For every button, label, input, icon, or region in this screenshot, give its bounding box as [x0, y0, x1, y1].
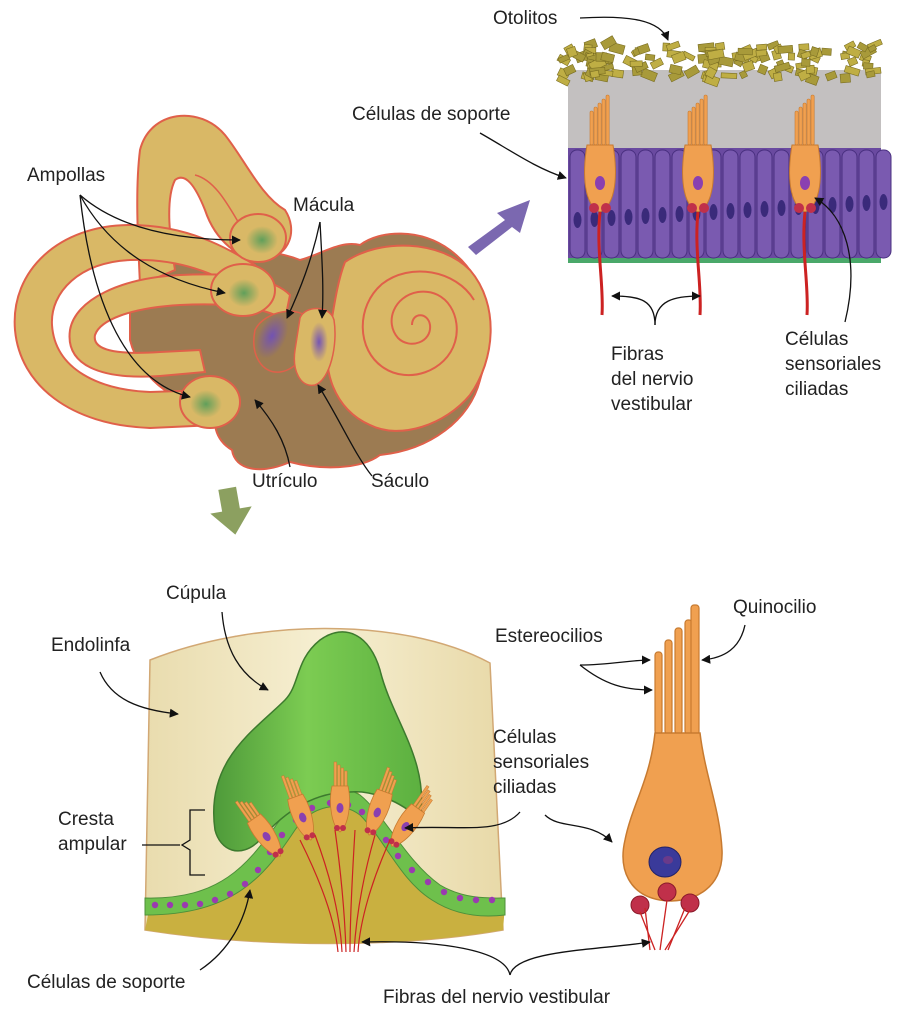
label-quinocilio: Quinocilio [733, 597, 816, 618]
label-sensoriales-top-1: Células [785, 329, 848, 350]
label-cresta-2: ampular [58, 834, 127, 855]
label-cupula: Cúpula [166, 583, 227, 604]
label-sensoriales-bottom-2: sensoriales [493, 752, 589, 773]
gel-layer [568, 70, 881, 150]
ampulla-spot [190, 390, 222, 418]
label-cresta-1: Cresta [58, 809, 114, 830]
support-cell-columns [570, 150, 891, 258]
arrow-fibras-top-right [655, 296, 700, 325]
stereocilia [655, 620, 692, 734]
label-endolinfa: Endolinfa [51, 635, 131, 656]
arrow-celulas-soporte-top [480, 133, 566, 178]
label-celulas-soporte-top: Células de soporte [352, 104, 510, 125]
label-sensoriales-top-3: ciliadas [785, 379, 848, 400]
macula-saccule [310, 322, 328, 362]
arrow-estereocilios-1 [580, 660, 650, 665]
arrow-fibras-bottom-left [362, 942, 510, 975]
kinocilium [691, 605, 699, 735]
basement-membrane [568, 258, 881, 263]
label-fibras-top-3: vestibular [611, 394, 693, 415]
label-macula: Mácula [293, 195, 355, 216]
hair-cell-detail [623, 605, 722, 950]
label-saculo: Sáculo [371, 471, 429, 492]
ampulla-spot [228, 279, 260, 307]
label-fibras-bottom: Fibras del nervio vestibular [383, 987, 611, 1008]
arrow-quinocilio [702, 625, 745, 660]
label-celulas-soporte-bottom: Células de soporte [27, 972, 185, 993]
label-utriculo: Utrículo [252, 471, 317, 492]
label-otolitos: Otolitos [493, 8, 557, 29]
label-sensoriales-bottom-1: Células [493, 727, 556, 748]
big-arrow-down [206, 485, 256, 539]
arrow-otolitos [580, 17, 668, 40]
label-sensoriales-top-2: sensoriales [785, 354, 881, 375]
crista-ampullaris [145, 628, 505, 952]
macula-detail [556, 36, 891, 315]
arrow-sensoriales-bottom-right [545, 815, 612, 842]
label-fibras-top-2: del nervio [611, 369, 693, 390]
arrow-estereocilios-2 [580, 665, 652, 690]
label-estereocilios: Estereocilios [495, 626, 603, 647]
label-sensoriales-bottom-3: ciliadas [493, 777, 556, 798]
label-fibras-top-1: Fibras [611, 344, 664, 365]
arrow-fibras-bottom-right [510, 942, 650, 975]
arrow-fibras-top-left [612, 296, 655, 325]
ampulla-spot [246, 226, 278, 254]
big-arrow-right [468, 200, 530, 255]
label-ampollas: Ampollas [27, 165, 105, 186]
